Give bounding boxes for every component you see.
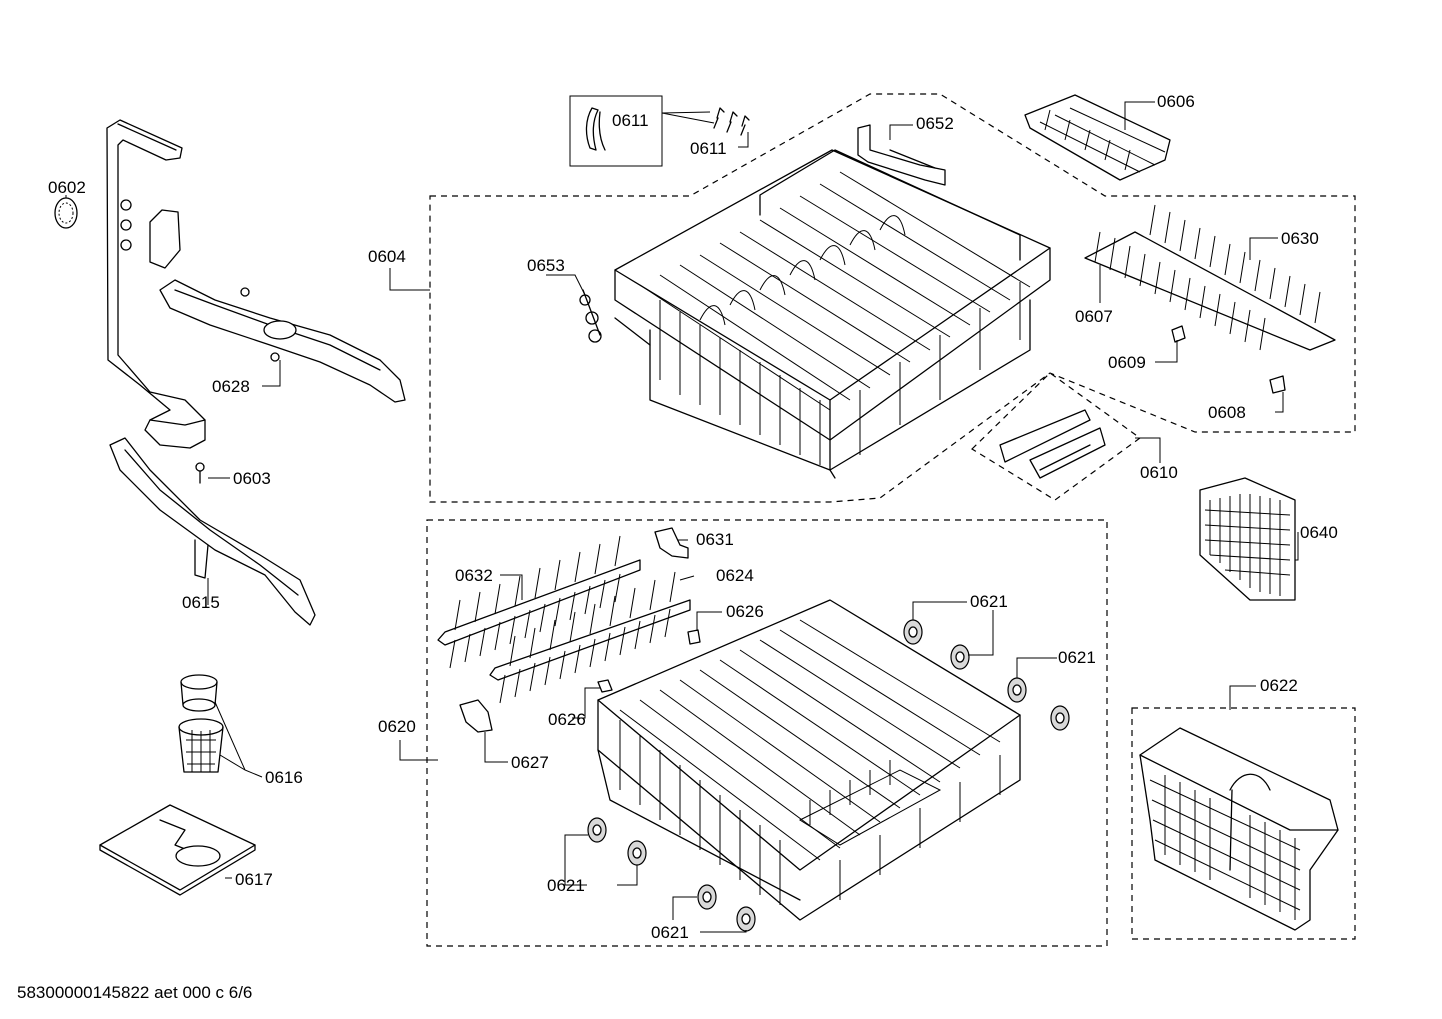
drawing-id-footer: 58300000145822 aet 000 c 6/6 [17, 983, 252, 1002]
basket-handle [999, 409, 1106, 479]
label-0640: 0640 [1300, 523, 1338, 542]
label-0603: 0603 [233, 469, 271, 488]
label-0620: 0620 [378, 717, 416, 736]
upper-spray-arm [149, 209, 406, 403]
label-0615: 0615 [182, 593, 220, 612]
fine-filter-assembly [178, 674, 224, 773]
screw-icon [195, 462, 205, 484]
label-0606: 0606 [1157, 92, 1195, 111]
cutlery-basket-large [1139, 727, 1339, 931]
basket-top-clip [857, 124, 946, 186]
cutlery-basket-group-outline [1131, 707, 1356, 940]
label-0652: 0652 [916, 114, 954, 133]
rack-roller-set [579, 289, 651, 346]
label-0628: 0628 [212, 377, 250, 396]
label-0627: 0627 [511, 753, 549, 772]
label-0604: 0604 [368, 247, 406, 266]
label-0622: 0622 [1260, 676, 1298, 695]
label-0626-lower: 0626 [548, 710, 586, 729]
lower-spray-arm [109, 437, 316, 626]
label-0617: 0617 [235, 870, 273, 889]
leader-lines [65, 101, 1299, 933]
label-0602: 0602 [48, 178, 86, 197]
label-0626-upper: 0626 [726, 602, 764, 621]
folding-tine-rack-top [1024, 94, 1171, 181]
label-0632: 0632 [455, 566, 493, 585]
tine-holder-clips [1171, 325, 1286, 394]
cutlery-basket-small [1199, 477, 1296, 601]
label-0653: 0653 [527, 256, 565, 275]
label-0609: 0609 [1108, 353, 1146, 372]
rack-handle-group-outline [971, 372, 1142, 501]
upper-basket [614, 149, 1051, 479]
clip-icons [585, 107, 750, 151]
folding-tines-upper [1084, 204, 1336, 351]
lower-tine-rows [437, 535, 691, 704]
label-0630: 0630 [1281, 229, 1319, 248]
label-0607: 0607 [1075, 307, 1113, 326]
label-0608: 0608 [1208, 403, 1246, 422]
label-0631: 0631 [696, 530, 734, 549]
label-0621-top-right: 0621 [970, 592, 1008, 611]
label-0621-bottom: 0621 [651, 923, 689, 942]
filter-insert-icon [54, 197, 78, 229]
label-0611-detail: 0611 [612, 111, 649, 130]
lower-basket-wheels [587, 619, 1070, 932]
spray-tube-assembly [106, 119, 206, 449]
label-0621-bottom-left: 0621 [547, 876, 585, 895]
label-0610: 0610 [1140, 463, 1178, 482]
lower-basket [597, 599, 1021, 921]
lower-small-parts [459, 527, 701, 733]
lower-rack-group-outline [426, 519, 1108, 947]
microfilter-plate [99, 804, 256, 896]
label-0616: 0616 [265, 768, 303, 787]
label-0624: 0624 [716, 566, 754, 585]
label-0621-right: 0621 [1058, 648, 1096, 667]
label-0611-clips: 0611 [690, 139, 727, 158]
clip-detail-box [569, 95, 663, 167]
upper-rack-group-outline [429, 93, 1356, 503]
